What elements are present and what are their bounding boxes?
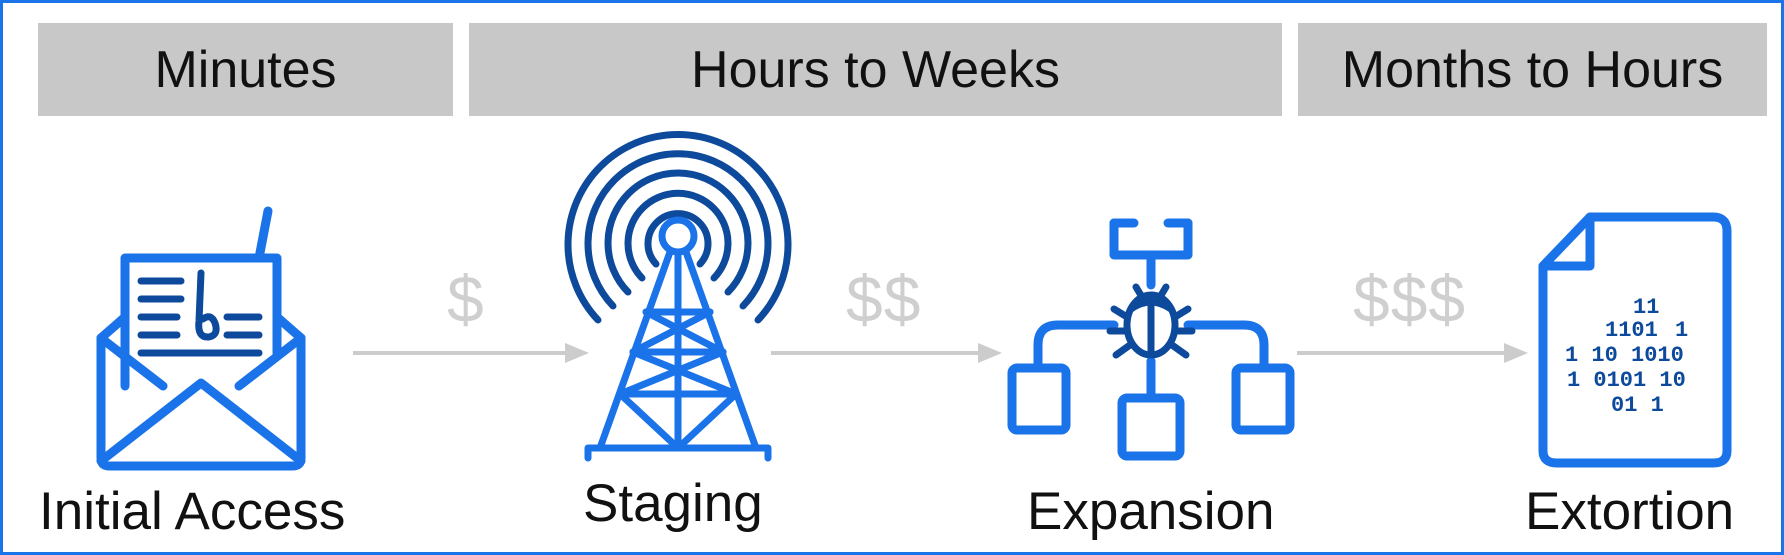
phase-minutes: Minutes [38,23,453,116]
email-phishing-icon [96,206,306,471]
connector-arrow [353,343,589,363]
phase-hours-to-weeks: Hours to Weeks [469,23,1282,116]
radio-tower-icon [564,131,792,462]
cost-label: $$ [846,262,922,336]
stage-label-initial-access: Initial Access [39,482,346,541]
svg-text:1 10 1010: 1 10 1010 [1565,343,1684,368]
phase-label: Minutes [154,40,337,99]
network-bug-icon [1007,218,1295,461]
phase-months-to-hours: Months to Hours [1298,23,1767,116]
svg-text:1: 1 [1675,318,1688,343]
phase-label: Hours to Weeks [691,40,1060,99]
svg-text:01 1: 01 1 [1611,393,1664,418]
svg-text:1101: 1101 [1605,318,1658,343]
stage-label-expansion: Expansion [1027,482,1275,541]
phase-label: Months to Hours [1341,40,1724,99]
svg-text:11: 11 [1633,295,1659,320]
connector-arrow [1297,343,1528,363]
cost-label: $ [447,262,485,336]
cost-label: $$$ [1353,262,1467,336]
connector-arrow [771,343,1002,363]
svg-text:1 0101 10: 1 0101 10 [1567,368,1686,393]
stage-label-extortion: Extortion [1525,482,1735,541]
stage-label-staging: Staging [583,474,763,533]
binary-document-icon: 11 1101 1 1 10 1010 1 0101 10 01 1 [1538,212,1732,468]
